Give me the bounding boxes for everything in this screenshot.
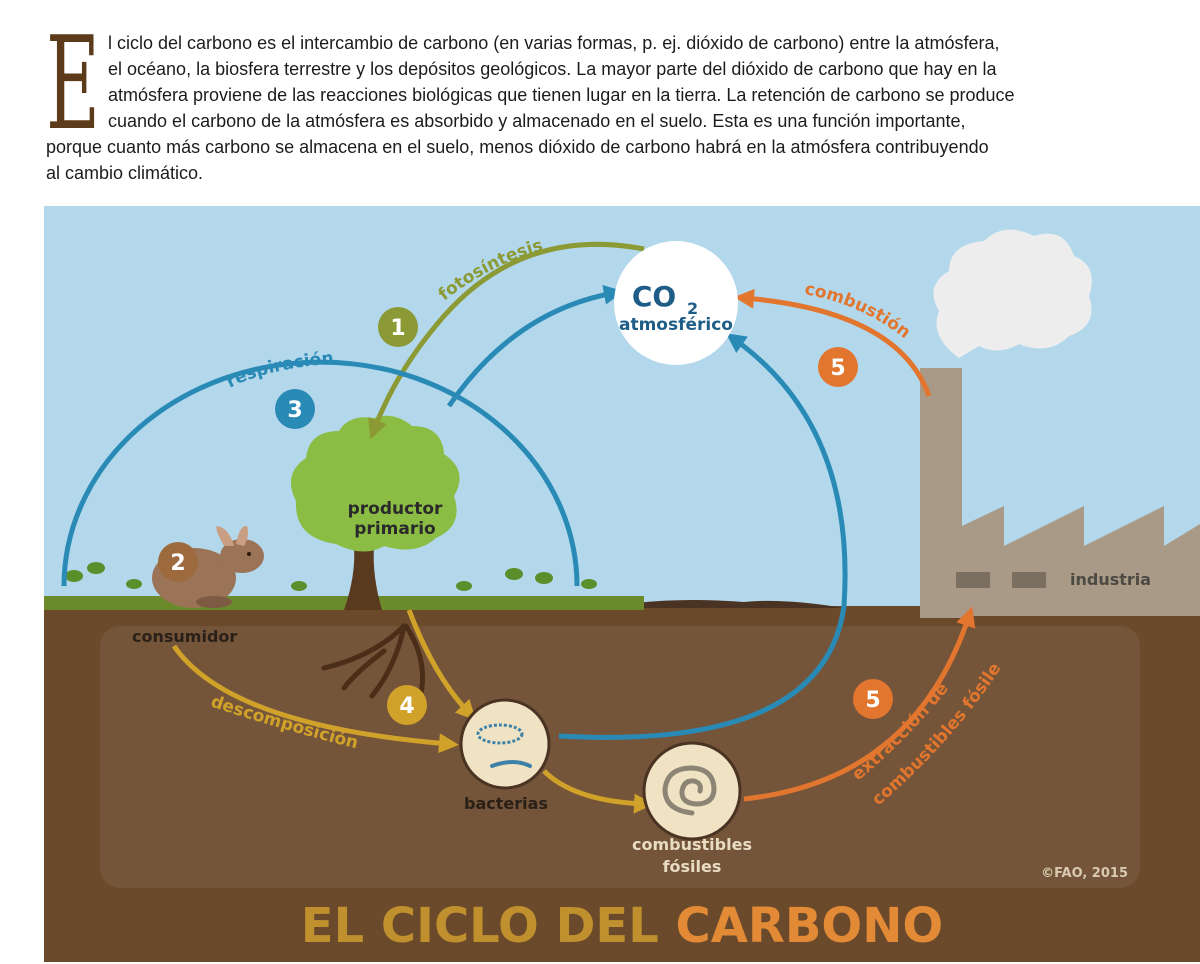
svg-text:2: 2 <box>170 551 185 576</box>
intro-line-4: cuando el carbono de la atmósfera es abs… <box>108 108 966 134</box>
drop-cap: E <box>46 32 100 132</box>
intro-paragraph: E l ciclo del carbono es el intercambio … <box>46 30 1196 198</box>
co2-formula: CO <box>632 280 676 313</box>
svg-text:1: 1 <box>390 316 405 341</box>
svg-text:4: 4 <box>399 694 414 719</box>
title-part-1: EL CICLO DEL <box>301 898 676 954</box>
step-badge-1: 1 <box>378 307 418 347</box>
industry-label: industria <box>1070 570 1151 589</box>
copyright: ©FAO, 2015 <box>1041 866 1128 881</box>
intro-line-6: al cambio climático. <box>46 160 203 186</box>
grass-strip <box>44 596 644 610</box>
intro-line-5: porque cuanto más carbono se almacena en… <box>46 134 989 160</box>
step-badge-5-extraction: 5 <box>853 679 893 719</box>
title-part-2: CARBONO <box>676 898 944 954</box>
step-badge-5-combustion: 5 <box>818 347 858 387</box>
intro-line-3: atmósfera proviene de las reacciones bio… <box>108 82 1015 108</box>
carbon-cycle-diagram: CO 2 atmosférico fotosíntesis respiració… <box>44 206 1200 962</box>
producer-label-line2: primario <box>354 519 435 539</box>
fossil-label-line2: fósiles <box>663 857 722 876</box>
intro-line-1: l ciclo del carbono es el intercambio de… <box>108 30 999 56</box>
fossil-circle <box>644 743 740 839</box>
diagram-title: EL CICLO DEL CARBONO <box>301 898 943 954</box>
consumer-label: consumidor <box>132 627 237 646</box>
bacteria-label: bacterias <box>464 794 548 813</box>
step-badge-3: 3 <box>275 389 315 429</box>
step-badge-2: 2 <box>158 542 198 582</box>
svg-text:5: 5 <box>830 356 845 381</box>
fossil-label-line1: combustibles <box>632 835 752 854</box>
svg-text:5: 5 <box>865 688 880 713</box>
underground-panel <box>100 626 1140 888</box>
producer-label-line1: productor <box>348 499 443 519</box>
intro-line-2: el océano, la biosfera terrestre y los d… <box>108 56 997 82</box>
svg-text:3: 3 <box>287 398 302 423</box>
step-badge-4: 4 <box>387 685 427 725</box>
svg-text:E: E <box>46 32 100 132</box>
co2-label: atmosférico <box>619 315 733 335</box>
